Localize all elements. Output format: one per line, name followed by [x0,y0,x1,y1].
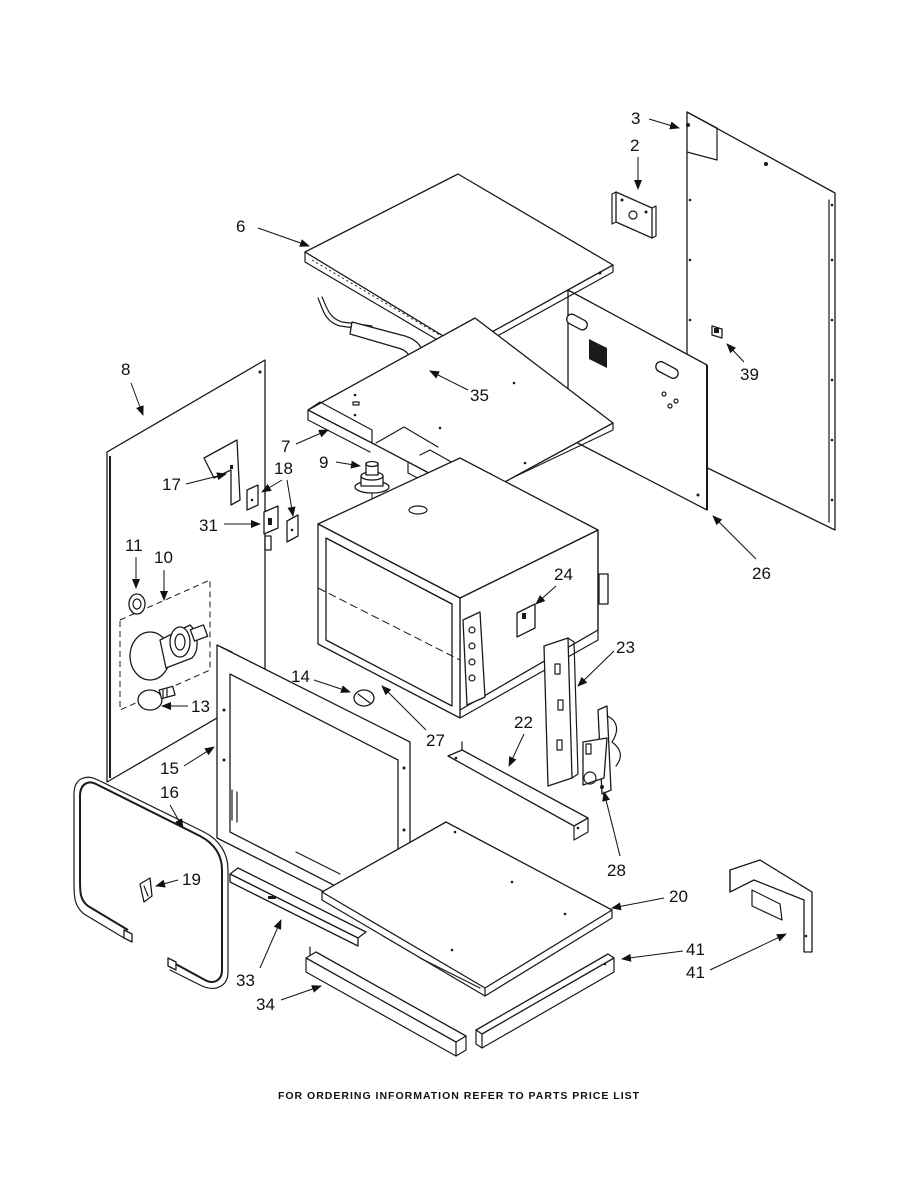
callout-20: 41 [621,940,705,962]
terminal-block-pair [246,484,299,543]
callout-label: 7 [281,437,290,456]
callout-label: 33 [236,971,255,990]
vent-trim [229,867,367,947]
callout-label: 39 [740,365,759,384]
hinge-channel [543,637,579,787]
callout-3: 2 3 [631,109,680,130]
door-gasket [73,776,229,989]
callout-label: 31 [199,516,218,535]
callout-13: 14 [291,667,351,693]
callout-39: 39 [726,343,759,384]
callout-14: 15 [160,746,215,778]
callout-label: 26 [752,564,771,583]
lower-rail [447,741,589,841]
callout-label: 10 [154,548,173,567]
callout-label: 34 [256,995,275,1014]
callout-label: 23 [616,638,635,657]
callout-8: 8 [121,360,144,416]
callout-label: 18 [274,459,293,478]
door-switch [263,505,279,551]
callout-9: 9 [319,453,361,472]
callout-label: 15 [160,759,179,778]
rear-panel [686,111,836,531]
front-rail [475,953,615,1049]
lamp-socket-assembly [129,624,209,681]
callout-label: 27 [426,731,445,750]
callout-label: 11 [125,536,143,555]
wire-clip [711,325,723,339]
callout-12: 13 [161,697,210,716]
callout-label: 28 [607,861,626,880]
callout-24: 23 [577,638,635,687]
callout-11: 11 [125,536,143,589]
gasket-clip [139,877,153,903]
bottom-trim [305,946,467,1057]
callout-41: 22 22 41 [686,933,787,982]
callout-label: 41 [686,940,705,959]
callout-35: 35 [429,370,489,405]
callout-23: 24 [535,565,573,605]
callout-label-41: 41 [686,963,705,982]
callout-label: 19 [182,870,201,889]
callout-33: 33 [236,919,282,990]
callout-label: 35 [470,386,489,405]
callout-label: 20 [669,887,688,906]
light-bulb [137,685,176,711]
callout-label: 6 [236,217,245,236]
lamp-gasket [128,593,146,615]
callout-27: 27 [381,685,445,750]
divider-panel [566,289,708,511]
side-bracket [729,859,813,953]
callout-6: 6 [236,217,310,247]
callout-label: 24 [554,565,573,584]
callout-18: 18 [261,459,296,517]
callout-label: 9 [319,453,328,472]
callout-2: 2 [630,136,642,190]
callout-label: 2 [630,136,639,155]
callout-label: 14 [291,667,310,686]
callout-22: 22 [508,713,533,767]
callout-label: 8 [121,360,130,379]
callout-15: 16 [160,783,184,829]
callout-19: 20 [611,887,688,911]
callout-label: 17 [162,475,181,494]
callout-34: 34 [256,985,322,1014]
callout-31: 31 [199,516,261,535]
callout-16: 19 [155,870,201,889]
oven-cavity [317,457,609,719]
bracket [611,191,657,239]
callout-label: 16 [160,783,179,802]
callout-label: 22 [514,713,533,732]
thermostat-bracket [516,603,536,638]
door-hinge [582,705,621,795]
callout-label: 3 [631,109,640,128]
lamp-lens [353,689,375,707]
callout-26: 26 [712,515,771,583]
callout-10: 10 [154,548,173,601]
callout-17: 17 [162,472,227,494]
ordering-info-note: FOR ORDERING INFORMATION REFER TO PARTS … [277,1090,641,1102]
callout-7: 7 [281,429,329,456]
callout-28: 28 [602,791,626,880]
callout-label: 13 [191,697,210,716]
sensor-fitting [354,460,416,516]
